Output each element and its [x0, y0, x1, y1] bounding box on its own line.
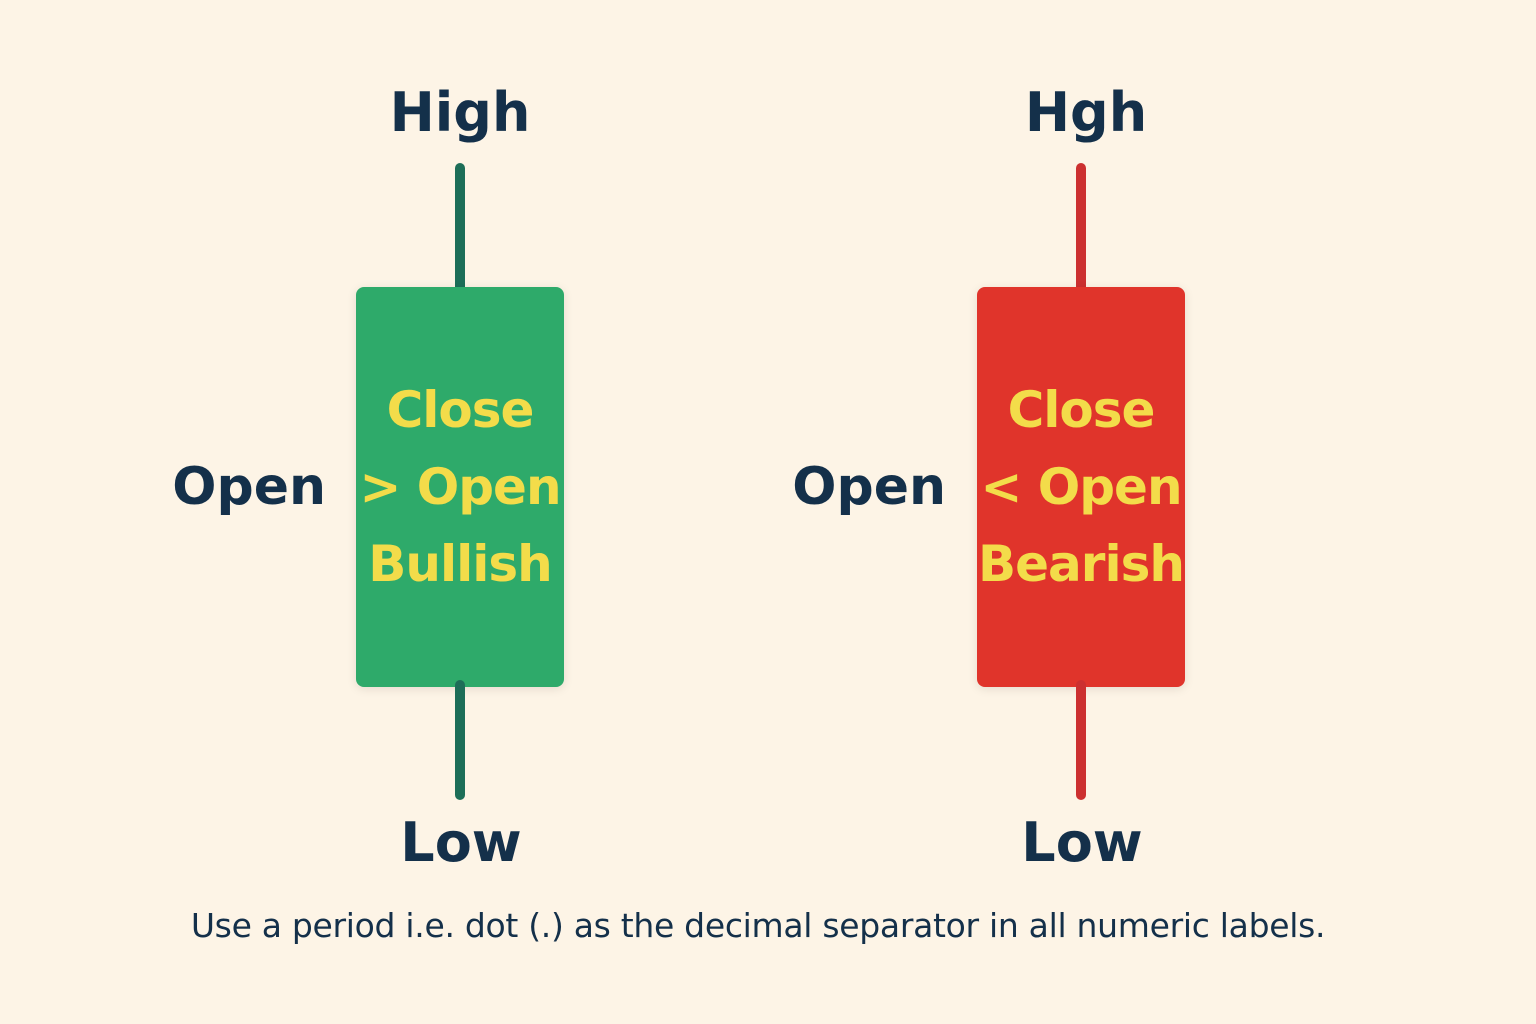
bearish-upper-wick [1076, 163, 1086, 295]
bullish-high-label: High [389, 81, 531, 144]
decimal-separator-footnote: Use a period i.e. dot (.) as the decimal… [190, 906, 1326, 945]
bullish-body-line-3: Bullish [368, 534, 552, 593]
bullish-low-label: Low [400, 811, 522, 874]
bearish-low-label: Low [1021, 811, 1143, 874]
bullish-body-line-2: > Open [359, 457, 561, 516]
bearish-open-label: Open [792, 457, 946, 517]
bearish-body-line-1: Close [1007, 380, 1156, 439]
bullish-lower-wick [455, 680, 465, 800]
bullish-open-label: Open [172, 457, 326, 517]
bullish-candle-body: Close > Open Bullish [356, 287, 564, 687]
bearish-lower-wick [1076, 680, 1086, 800]
bearish-candle-body: Close < Open Bearish [977, 287, 1185, 687]
bullish-upper-wick [455, 163, 465, 295]
bullish-body-line-1: Close [386, 380, 535, 439]
bearish-body-line-2: < Open [980, 457, 1182, 516]
bearish-body-line-3: Bearish [978, 534, 1185, 593]
bearish-high-label: Hgh [1024, 81, 1148, 144]
